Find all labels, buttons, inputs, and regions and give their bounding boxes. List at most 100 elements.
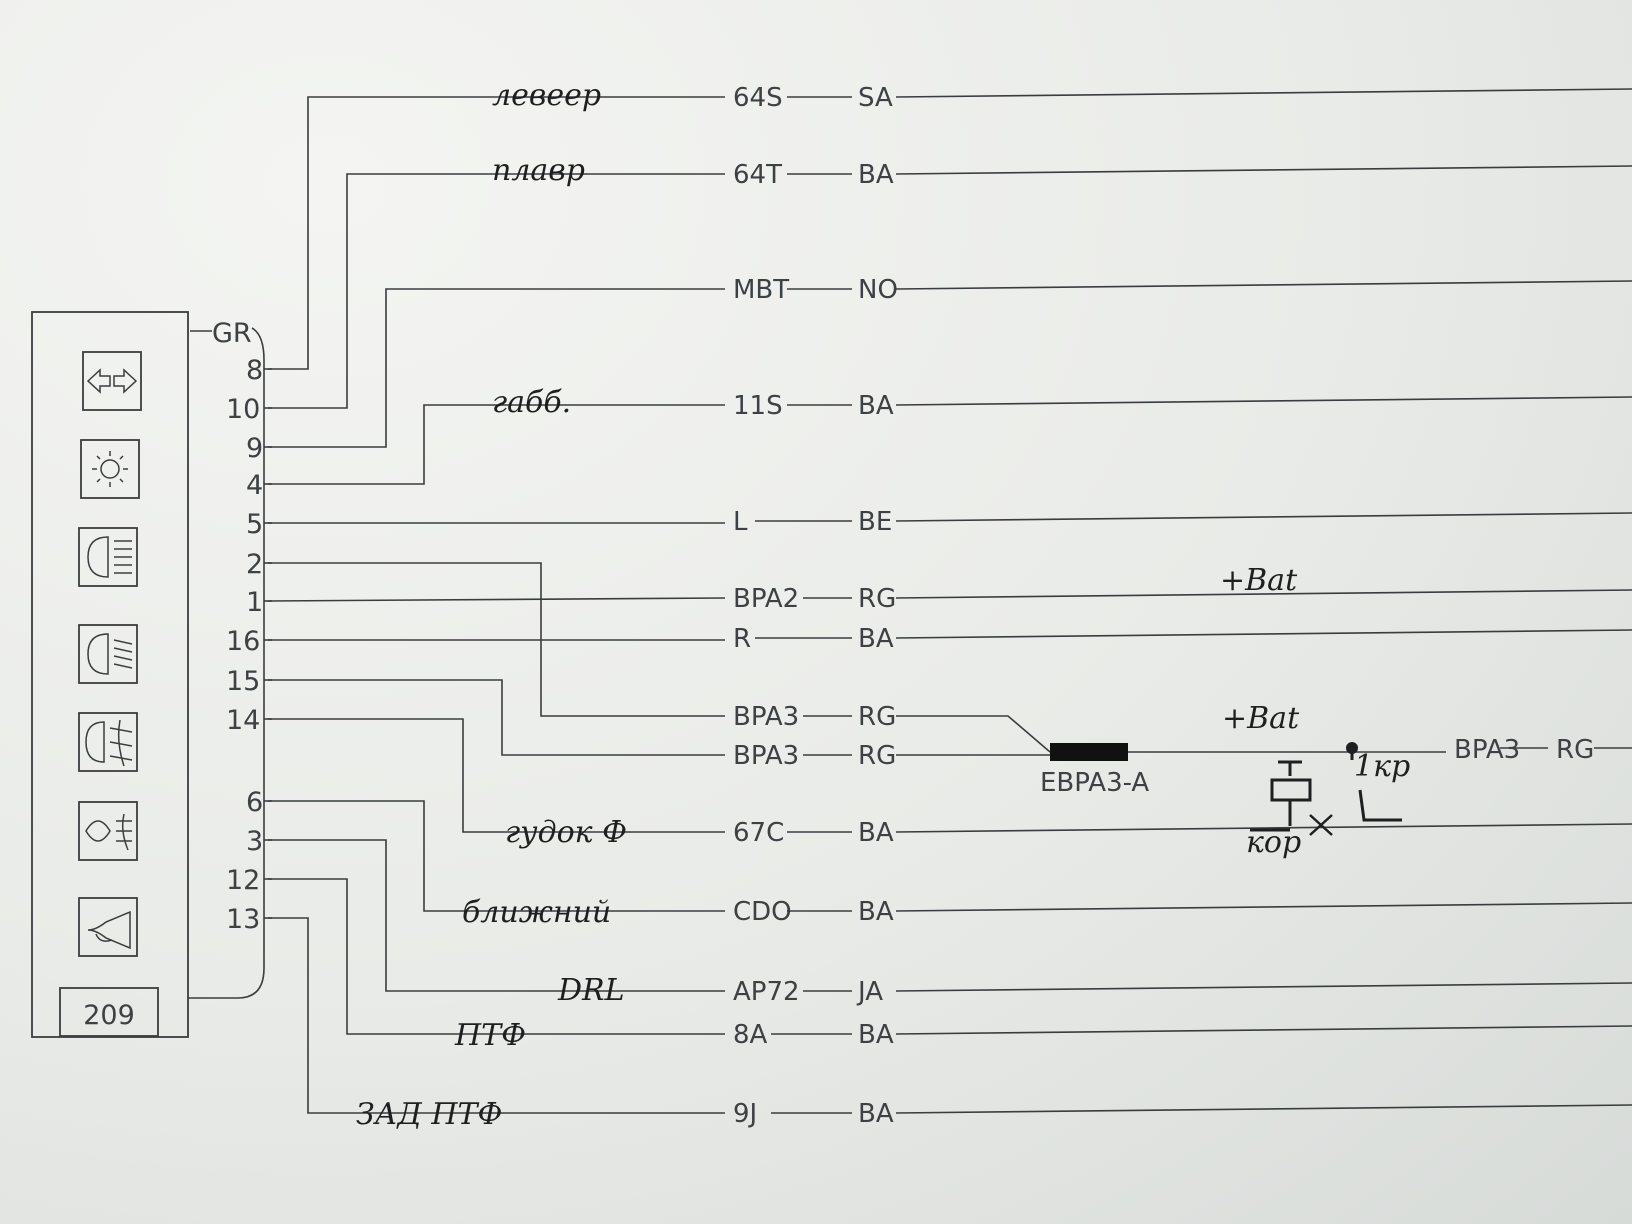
wire-13-left: [268, 917, 725, 1114]
handwritten-note-12: ПТФ: [454, 1018, 526, 1053]
low-beam-icon: [78, 624, 138, 684]
wire-code-5: L: [733, 507, 748, 537]
wire-color-6: BA: [858, 897, 894, 927]
relay-sketch: [1250, 742, 1402, 836]
wire-color-3: JA: [856, 977, 883, 1007]
wire-color-10: BA: [858, 160, 894, 190]
splice-label: EBPA3-A: [1040, 768, 1149, 798]
connector-label-box: [59, 987, 159, 1037]
wire-code-2: BPA3: [733, 702, 799, 732]
wire-12-left: [268, 878, 725, 1035]
handwritten-note-14: гудок Ф: [505, 815, 627, 850]
pin-5: 5: [246, 509, 263, 540]
wire-6-left: [268, 800, 725, 912]
wire-code-15: BPA3: [733, 741, 799, 771]
wire-color-8: SA: [858, 83, 893, 113]
wire-code-13: 9J: [733, 1099, 757, 1129]
wire-code-10: 64T: [733, 160, 782, 190]
pin-12: 12: [226, 865, 260, 896]
pin-15: 15: [226, 666, 260, 697]
wire-8-left: [268, 96, 725, 370]
pin-10: 10: [226, 394, 260, 425]
pin-16: 16: [226, 626, 260, 657]
wire-3-left: [268, 839, 725, 992]
high-beam-icon: [78, 527, 138, 587]
wire-code-9: MBT: [733, 275, 789, 305]
handwritten-note-10: плавр: [492, 153, 585, 188]
wire-3-right: [895, 982, 1632, 992]
relay-bottom-label: кор: [1246, 825, 1301, 860]
wire-16-right: [895, 629, 1632, 639]
wire-color-2: RG: [858, 702, 896, 732]
wire-1-right: [895, 589, 1632, 599]
handwritten-note-4: габб.: [492, 385, 571, 420]
wire-9-right: [895, 280, 1632, 290]
wire-color-16: BA: [858, 624, 894, 654]
pin-2: 2: [246, 549, 263, 580]
wire-code-14: 67C: [733, 818, 784, 848]
wire-code-6: CDO: [733, 897, 792, 927]
handwritten-note-8: левеер: [492, 78, 601, 113]
wire-code-16: R: [733, 624, 751, 654]
harness-bracket: [237, 327, 265, 999]
wire-2-to-splice: [896, 715, 1051, 753]
right-end-code: BPA3: [1454, 735, 1520, 765]
wire-5-right: [895, 512, 1632, 522]
handwritten-note-15: +Bat: [1222, 701, 1300, 736]
wire-color-12: BA: [858, 1020, 894, 1050]
splice-block: [1050, 743, 1128, 761]
wire-6-right: [895, 902, 1632, 912]
wire-8-right: [895, 88, 1632, 98]
wire-color-13: BA: [858, 1099, 894, 1129]
connector-label: 209: [83, 1000, 135, 1031]
wire-10-right: [895, 165, 1632, 175]
wire-color-15: RG: [858, 741, 896, 771]
wire-2-left: [268, 562, 725, 717]
wire-15-left: [268, 679, 725, 756]
right-end-color: RG: [1556, 735, 1594, 765]
connector-block: [31, 311, 189, 1038]
wire-4-left: [268, 404, 725, 485]
wire-1-left: [267, 597, 726, 602]
wire-code-12: 8A: [733, 1020, 768, 1050]
wire-code-4: 11S: [733, 391, 783, 421]
wire-code-8: 64S: [733, 83, 783, 113]
group-label: GR: [212, 318, 252, 349]
wire-4-right: [895, 396, 1632, 406]
pin-6: 6: [246, 787, 263, 818]
wire-color-5: BE: [858, 507, 892, 537]
wire-code-1: BPA2: [733, 584, 799, 614]
front-fog-light-icon: [78, 712, 138, 772]
relay-top-label: 1кр: [1354, 749, 1410, 784]
handwritten-note-3: DRL: [557, 973, 625, 1008]
handwritten-note-1: +Bat: [1220, 563, 1298, 598]
wire-14-left: [268, 718, 725, 833]
handwritten-note-13: ЗАД ПТФ: [356, 1097, 502, 1132]
pin-3: 3: [246, 826, 263, 857]
wire-15-right: [896, 751, 1446, 756]
pin-13: 13: [226, 904, 260, 935]
wire-color-9: NO: [858, 275, 898, 305]
wire-color-4: BA: [858, 391, 894, 421]
horn-icon: [78, 897, 138, 957]
wire-color-14: BA: [858, 818, 894, 848]
handwritten-note-6: ближний: [462, 895, 611, 930]
wire-color-1: RG: [858, 584, 896, 614]
wire-10-left: [268, 173, 725, 409]
pin-14: 14: [226, 705, 260, 736]
wire-9-left: [268, 288, 725, 448]
wire-code-3: AP72: [733, 977, 800, 1007]
side-light-icon: [80, 439, 140, 499]
wire-13-right: [895, 1104, 1632, 1114]
wire-14-right: [895, 823, 1632, 833]
rear-fog-light-icon: [78, 801, 138, 861]
pin-1: 1: [246, 587, 263, 618]
turn-signal-icon: [82, 351, 142, 411]
pin-8: 8: [246, 355, 263, 386]
pin-9: 9: [246, 433, 263, 464]
wire-12-right: [895, 1025, 1632, 1035]
